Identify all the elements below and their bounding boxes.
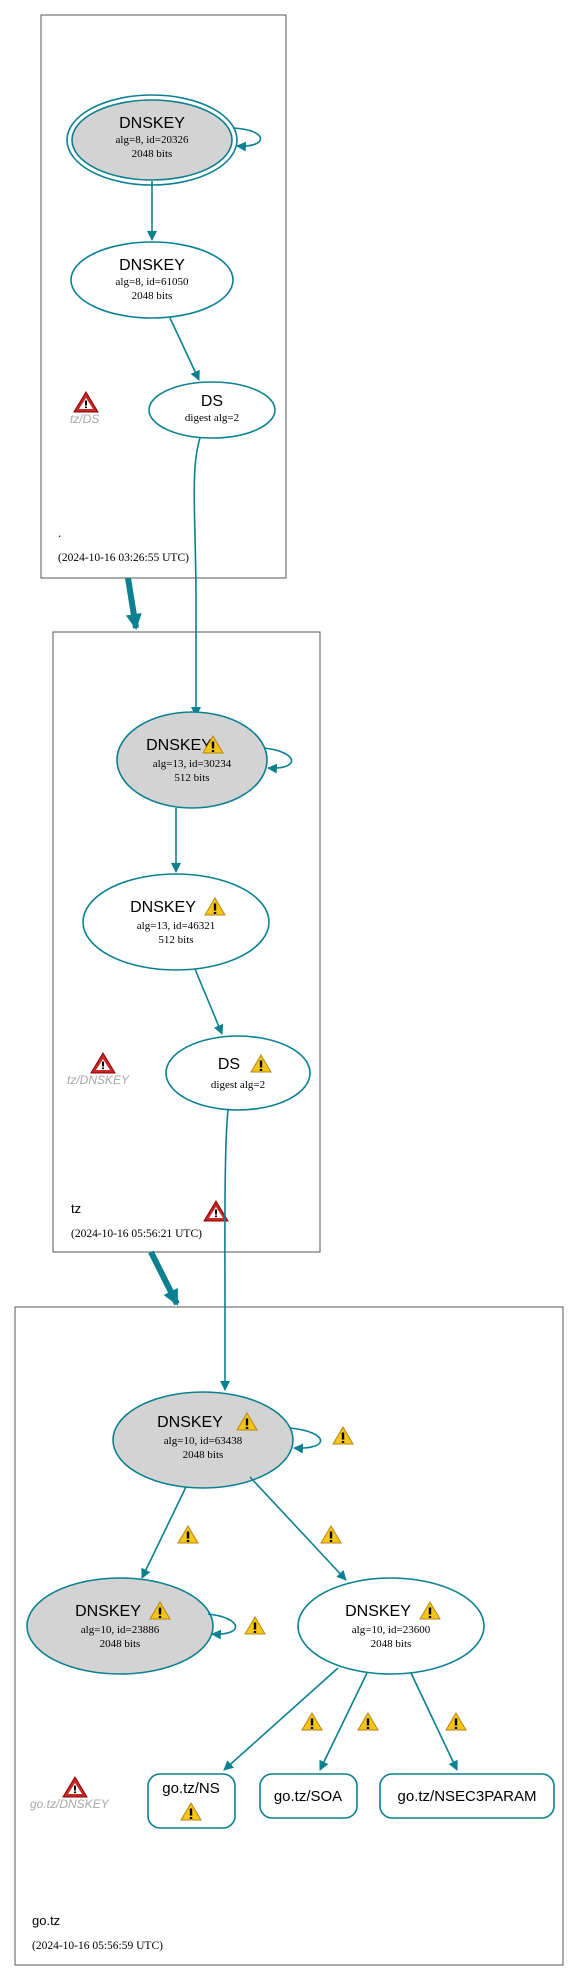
node-type: DNSKEY — [146, 737, 212, 754]
warning-icon — [320, 1525, 342, 1544]
warning-icon — [244, 1616, 266, 1635]
signing-edge — [141, 1486, 187, 1579]
node-dnskey-gotz-23600[interactable]: DNSKEY alg=10, id=23600 2048 bits — [297, 1577, 485, 1675]
node-bits: 2048 bits — [100, 1638, 141, 1650]
warning-icon — [445, 1712, 467, 1731]
node-bits: 512 bits — [174, 772, 209, 784]
error-label: tz/DS — [70, 412, 99, 426]
ds-edge — [191, 437, 201, 717]
node-type: DNSKEY — [119, 115, 185, 132]
node-dnskey-root-ksk[interactable]: DNSKEY alg=8, id=20326 2048 bits — [66, 94, 238, 186]
error-icon — [62, 1776, 88, 1798]
node-bits: 2048 bits — [132, 290, 173, 302]
zone-name: tz — [71, 1201, 81, 1216]
zone-box — [52, 631, 321, 1253]
node-bits: 2048 bits — [371, 1638, 412, 1650]
node-alg: alg=8, id=61050 — [116, 276, 189, 288]
warning-icon — [301, 1712, 323, 1731]
node-alg: alg=13, id=30234 — [153, 758, 232, 770]
node-dnskey-tz-ksk[interactable]: DNSKEY alg=13, id=30234 512 bits — [116, 711, 268, 809]
node-type: DNSKEY — [130, 899, 196, 916]
zone-timestamp: (2024-10-16 05:56:59 UTC) — [32, 1940, 163, 1952]
signing-edge — [319, 1672, 368, 1771]
error-icon — [90, 1052, 116, 1074]
ds-edge — [220, 1109, 230, 1391]
node-type: DNSKEY — [345, 1603, 411, 1620]
zone-box — [14, 1306, 564, 1966]
zone-timestamp: (2024-10-16 05:56:21 UTC) — [71, 1228, 202, 1240]
node-digest: digest alg=2 — [185, 412, 239, 424]
node-rrset-ns[interactable]: go.tz/NS — [147, 1773, 236, 1829]
node-digest: digest alg=2 — [211, 1079, 265, 1091]
node-type: DNSKEY — [75, 1603, 141, 1620]
node-alg: alg=8, id=20326 — [116, 134, 189, 146]
node-rrset-soa[interactable]: go.tz/SOA — [259, 1773, 358, 1819]
node-bits: 2048 bits — [132, 148, 173, 160]
node-dnskey-root-zsk[interactable]: DNSKEY alg=8, id=61050 2048 bits — [70, 241, 234, 319]
node-alg: alg=10, id=23600 — [352, 1624, 431, 1636]
self-signature-edge — [289, 1427, 322, 1454]
rrset-label: go.tz/NS — [162, 1780, 220, 1797]
signing-edge — [410, 1672, 458, 1771]
signing-edge — [169, 317, 200, 381]
node-alg: alg=10, id=23886 — [81, 1624, 160, 1636]
delegation-edge — [148, 1250, 180, 1306]
warning-icon — [332, 1426, 354, 1445]
node-dnskey-gotz-23886[interactable]: DNSKEY alg=10, id=23886 2048 bits — [26, 1577, 214, 1675]
node-dnskey-gotz-ksk[interactable]: DNSKEY alg=10, id=63438 2048 bits — [112, 1391, 294, 1489]
zone-gotz: go.tz (2024-10-16 05:56:59 UTC) go.tz/DN… — [14, 1306, 564, 1966]
node-type: DS — [218, 1056, 240, 1073]
signing-edge — [223, 1667, 339, 1771]
node-type: DS — [201, 393, 223, 410]
signing-edge — [249, 1476, 347, 1581]
node-bits: 512 bits — [158, 934, 193, 946]
rrset-label: go.tz/NSEC3PARAM — [398, 1788, 537, 1805]
error-icon — [73, 391, 99, 413]
warning-icon — [177, 1525, 199, 1544]
delegation-edge — [125, 577, 142, 630]
node-alg: alg=13, id=46321 — [137, 920, 215, 932]
self-signature-edge — [232, 127, 262, 152]
error-label: tz/DNSKEY — [67, 1073, 130, 1087]
self-signature-edge — [263, 747, 293, 774]
node-type: DNSKEY — [157, 1414, 223, 1431]
rrset-label: go.tz/SOA — [274, 1788, 342, 1805]
node-alg: alg=10, id=63438 — [164, 1435, 243, 1447]
error-label: go.tz/DNSKEY — [30, 1797, 110, 1811]
node-type: DNSKEY — [119, 257, 185, 274]
zone-root: . (2024-10-16 03:26:55 UTC) tz/DS — [40, 14, 287, 579]
node-dnskey-tz-zsk[interactable]: DNSKEY alg=13, id=46321 512 bits — [82, 873, 270, 971]
zone-timestamp: (2024-10-16 03:26:55 UTC) — [58, 552, 189, 564]
warning-icon — [357, 1712, 379, 1731]
node-bits: 2048 bits — [183, 1449, 224, 1461]
signing-edge — [194, 968, 224, 1035]
node-ds-tz[interactable]: DS digest alg=2 — [148, 381, 276, 439]
zone-name: go.tz — [32, 1913, 60, 1928]
zone-tz: tz (2024-10-16 05:56:21 UTC) tz/DNSKEY — [52, 631, 321, 1253]
zone-name: . — [58, 525, 61, 540]
node-rrset-nsec3param[interactable]: go.tz/NSEC3PARAM — [379, 1773, 555, 1819]
zone-box — [40, 14, 287, 579]
self-signature-edge — [207, 1613, 237, 1640]
node-ds-gotz[interactable]: DS digest alg=2 — [165, 1035, 311, 1111]
